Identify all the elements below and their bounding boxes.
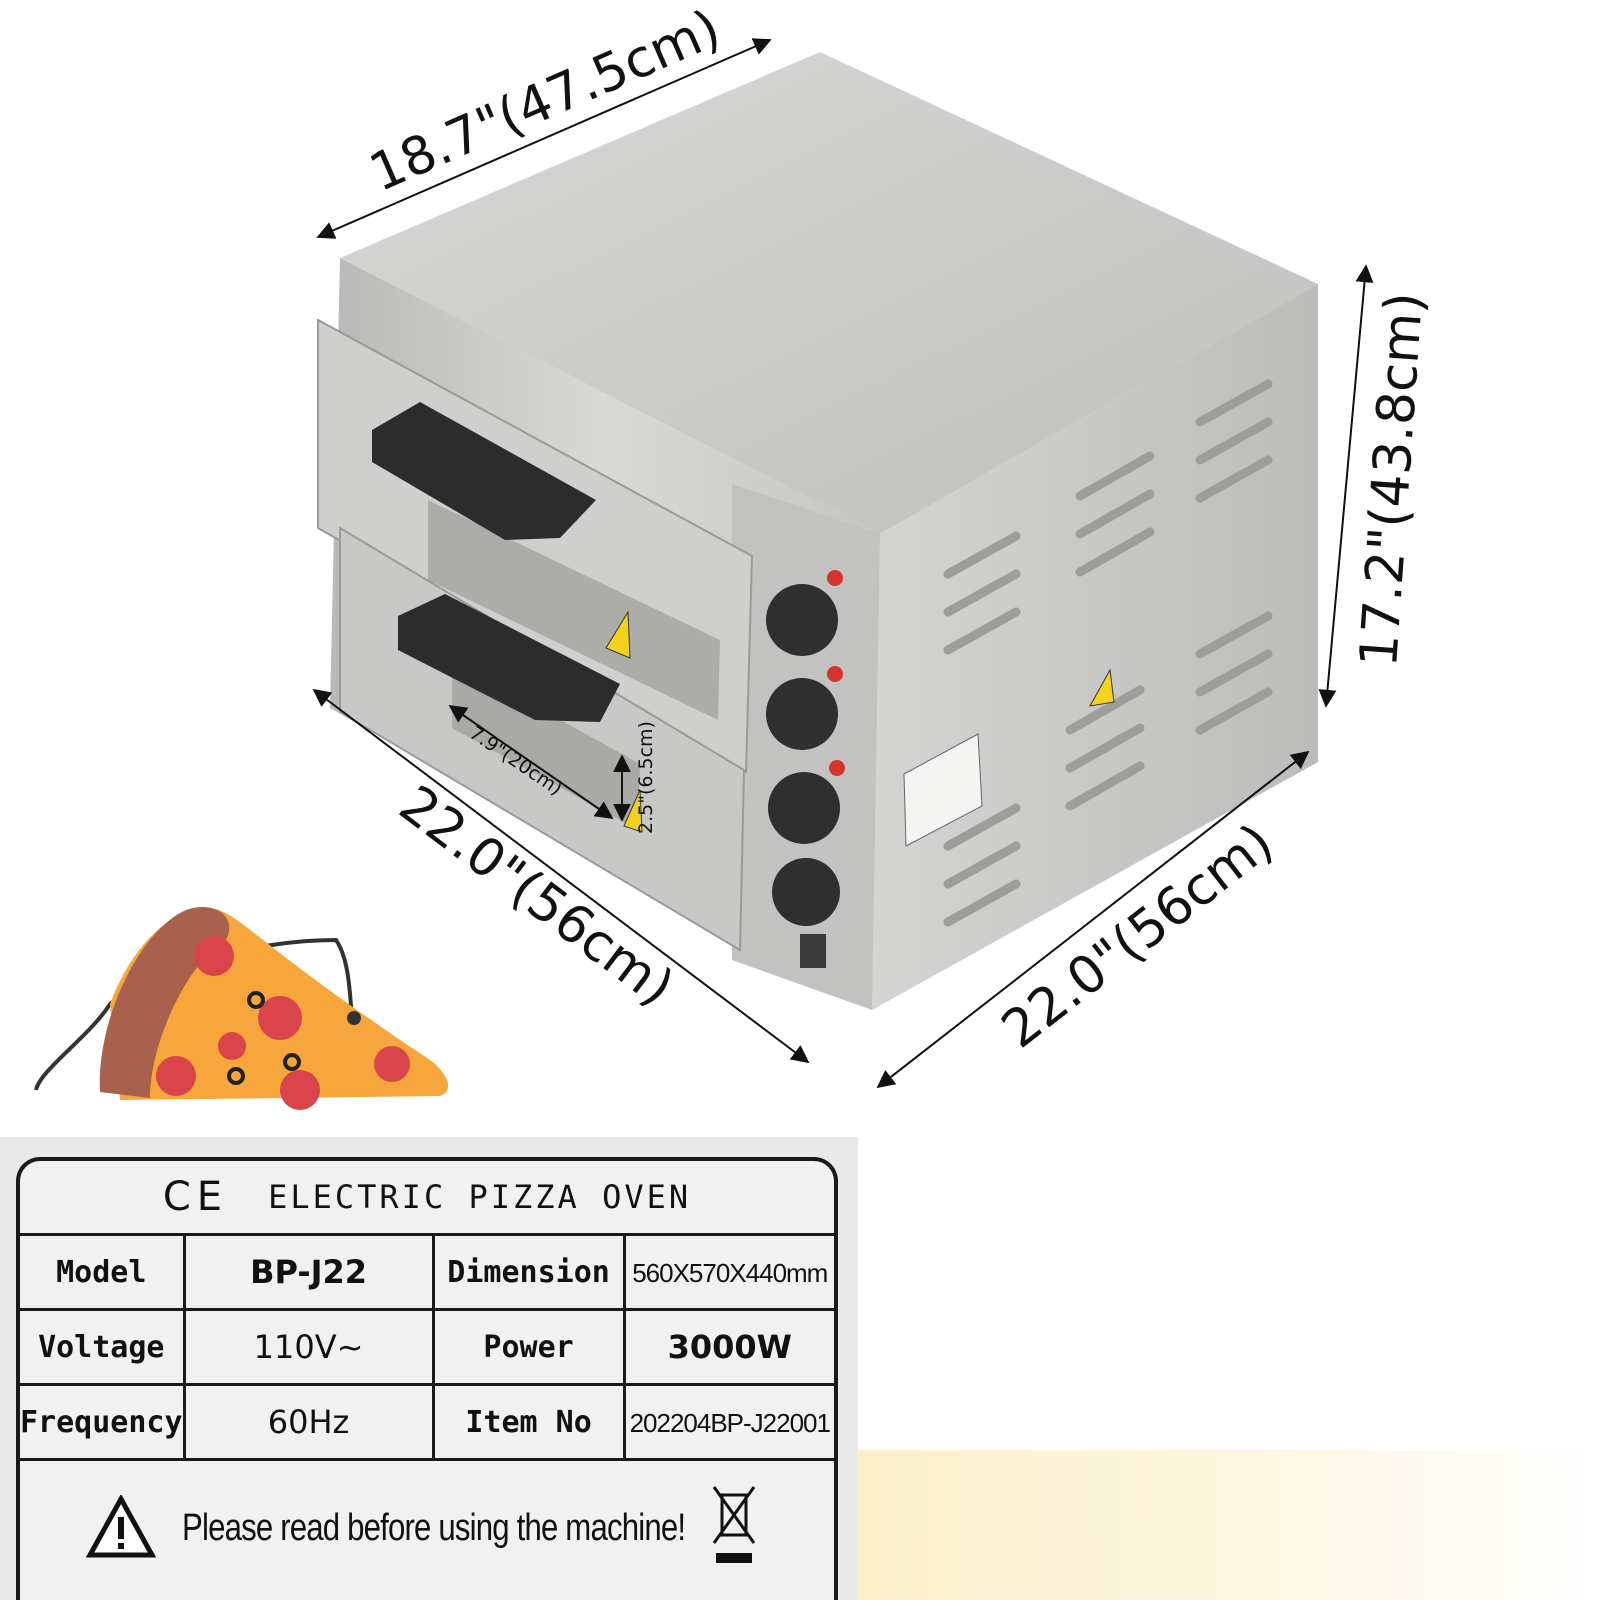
spec-value: 110V~ [182,1308,435,1386]
spec-value: 60Hz [182,1383,435,1461]
notice-text: Please read before using the machine! [182,1507,686,1549]
chamber-width-line [448,704,614,820]
spec-value: BP-J22 [182,1233,435,1311]
decorative-glow [858,1450,1600,1600]
knob-1 [766,584,838,656]
depth-right-dimension-line [876,750,1310,1089]
spec-value: 202204BP-J22001 [622,1383,834,1461]
indicator-light-3 [829,760,845,776]
notice-row: Please read before using the machine! [20,1473,834,1604]
power-switch [800,934,826,968]
knob-4 [772,858,840,926]
electric-hazard-icon [1089,668,1115,707]
upper-door-window [428,500,720,720]
pizza-slice-icon [34,906,449,1110]
indicator-light-2 [827,666,843,682]
indicator-light-1 [827,570,843,586]
spec-key: Frequency [20,1383,186,1461]
height-dimension-line [1318,264,1374,708]
spec-table: Model BP-J22 Dimension 560X570X440mm Vol… [20,1233,834,1461]
spec-key: Model [20,1233,186,1311]
table-row: Model BP-J22 Dimension 560X570X440mm [20,1233,834,1311]
warning-triangle-icon [86,1495,156,1558]
spec-key: Item No [431,1383,626,1461]
height-dimension-label: 17.2"(43.8cm) [1349,290,1435,669]
weee-bin-icon [712,1486,756,1563]
spec-key: Power [431,1308,626,1386]
spec-value: 3000W [622,1308,834,1386]
knob-2 [766,678,838,750]
table-row: Voltage 110V~ Power 3000W [20,1308,834,1386]
ce-mark: CE [162,1174,229,1220]
spec-value: 560X570X440mm [622,1233,834,1311]
knob-3 [768,772,840,844]
upper-door-handle [372,402,596,540]
hot-surface-icon [605,610,631,659]
rating-plate-header: CE ELECTRIC PIZZA OVEN [20,1161,834,1236]
rating-plate: CE ELECTRIC PIZZA OVEN Model BP-J22 Dime… [0,1137,858,1600]
depth-left-dimension-line [312,688,810,1064]
spec-key: Dimension [431,1233,626,1311]
chamber-height-label: 2.5"(6.5cm) [635,721,657,834]
table-row: Frequency 60Hz Item No 202204BP-J22001 [20,1383,834,1461]
width-dimension-line [316,38,772,239]
rating-plate-title: ELECTRIC PIZZA OVEN [268,1178,692,1216]
rating-plate-frame: CE ELECTRIC PIZZA OVEN Model BP-J22 Dime… [16,1157,838,1600]
spec-key: Voltage [20,1308,186,1386]
